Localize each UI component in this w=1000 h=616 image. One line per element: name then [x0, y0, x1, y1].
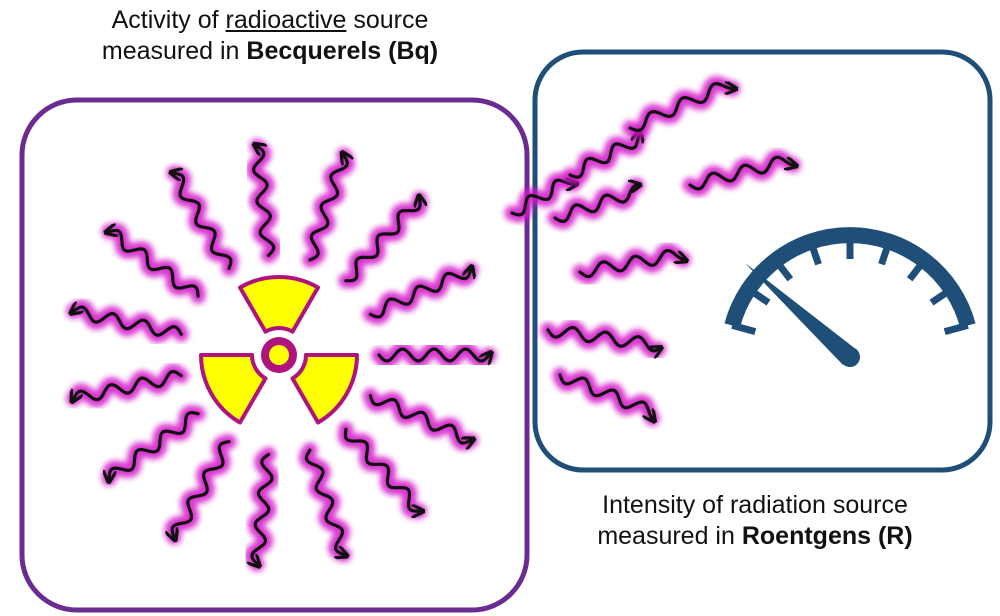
gauge-tick — [943, 322, 969, 335]
radiation-wave-icon — [562, 126, 647, 185]
radiation-wave-icon — [504, 172, 582, 223]
gauge-pivot — [840, 347, 860, 367]
intensity-caption-line1: Intensity of radiation source — [602, 491, 908, 519]
radiation-wave-icon — [572, 243, 691, 284]
gauge-tick — [929, 286, 954, 306]
radiation-wave-icon — [362, 388, 479, 451]
radiation-wave-icon — [101, 222, 206, 304]
gauge-tick — [906, 258, 928, 282]
radiation-wave-icon — [371, 341, 497, 369]
radiation-wave-icon — [66, 299, 189, 343]
intensity-caption-line2: measured in Roentgens (R) — [597, 522, 913, 550]
radiation-wave-icon — [540, 320, 666, 351]
gauge-tick — [772, 258, 794, 282]
intensity-caption: Intensity of radiation source measured i… — [520, 490, 990, 552]
activity-caption-line1: Activity of radioactive source — [111, 6, 429, 34]
radiation-wave-icon — [547, 177, 645, 229]
radiation-wave-icon — [246, 138, 282, 263]
roentgens-unit: Roentgens (R) — [741, 522, 913, 550]
radiation-wave-icon — [244, 447, 280, 572]
radiation-trefoil-icon — [199, 275, 359, 425]
becquerels-unit: Becquerels (Bq) — [246, 37, 439, 65]
radioactive-word: radioactive — [225, 6, 347, 34]
activity-caption: Activity of radioactive source measured … — [20, 5, 520, 67]
radiation-wave-icon — [164, 434, 237, 545]
radiation-wave-icon — [338, 191, 428, 289]
radiation-wave-icon — [302, 147, 355, 268]
trefoil-blades — [199, 275, 359, 425]
gauge-needle — [745, 263, 857, 365]
trefoil-core — [269, 345, 289, 365]
radiation-wave-icon — [66, 364, 189, 408]
gauge-tick — [878, 240, 893, 266]
radiation-wave-icon — [166, 165, 239, 276]
radiation-waves — [66, 76, 801, 572]
gauge-tick — [746, 286, 771, 306]
source-box — [19, 97, 530, 613]
gauge-tick — [731, 322, 757, 335]
meter-box — [532, 49, 993, 473]
gauge-icon — [724, 227, 976, 367]
radiation-wave-icon — [682, 149, 801, 197]
activity-caption-line2: measured in Becquerels (Bq) — [101, 37, 439, 65]
radiation-wave-icon — [362, 262, 479, 325]
gauge-ticks — [731, 235, 969, 335]
radiation-wave-icon — [298, 442, 352, 563]
gauge-tick — [807, 240, 822, 266]
radiation-wave-icon — [337, 421, 427, 519]
radiation-wave-icon — [622, 76, 741, 138]
radiation-wave-icon — [101, 405, 206, 486]
radiation-wave-icon — [552, 367, 660, 426]
